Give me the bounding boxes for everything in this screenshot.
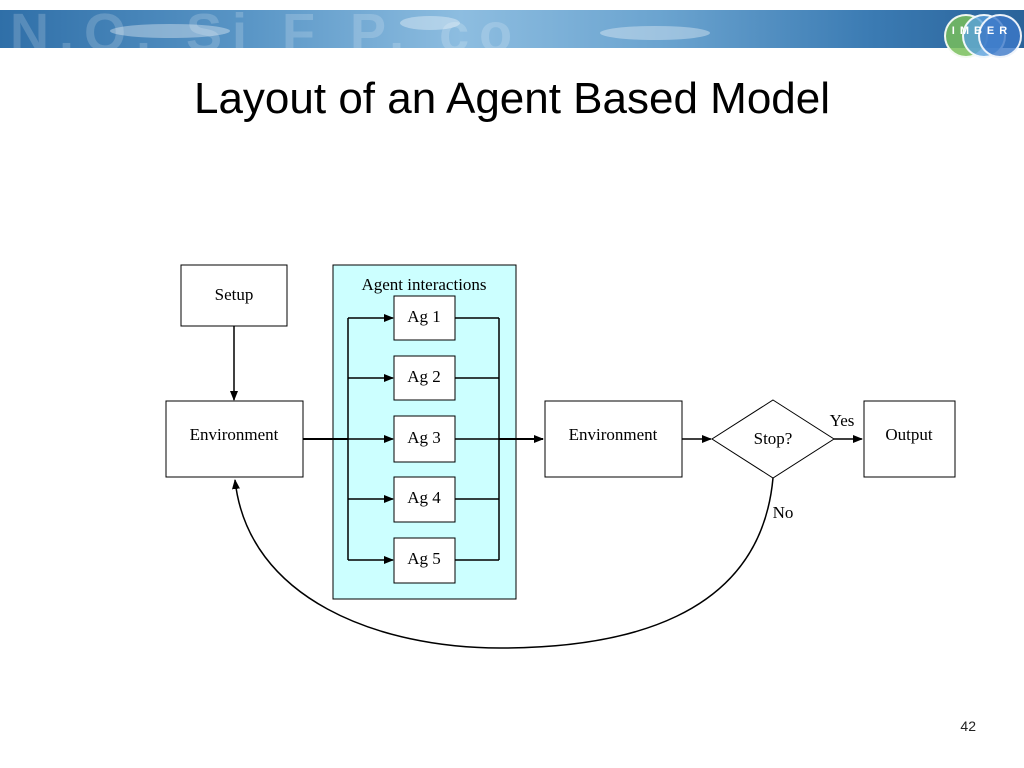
agent-label-3: Ag 3 — [407, 428, 441, 447]
environment-output-box — [544, 400, 683, 478]
agent-box-4 — [393, 476, 456, 523]
fish-image — [400, 16, 460, 30]
page-number: 42 — [960, 718, 976, 734]
no-loop-back-arrow — [232, 477, 774, 649]
environment-input-box — [165, 400, 304, 478]
slide-title: Layout of an Agent Based Model — [193, 74, 831, 123]
agent-label-1: Ag 1 — [407, 307, 441, 326]
agent-interactions-label: Agent interactions — [361, 275, 486, 294]
setup-box — [180, 264, 288, 327]
agent-label-2: Ag 2 — [407, 367, 441, 386]
fish-image — [600, 26, 710, 40]
agent-box-3 — [393, 415, 456, 463]
logo-text: IMBER — [951, 25, 1013, 37]
output-box — [863, 400, 956, 478]
environment-output-label: Environment — [569, 425, 658, 444]
banner-watermark: N.O. Si F P. co — [10, 10, 523, 48]
agent-label-5: Ag 5 — [407, 549, 441, 568]
stop-decision-label: Stop? — [754, 429, 793, 448]
logo-ring — [978, 14, 1022, 58]
header-banner: N.O. Si F P. co — [0, 10, 1024, 48]
fish-image — [110, 24, 230, 38]
yes-label: Yes — [830, 411, 855, 430]
output-label: Output — [885, 425, 933, 444]
agent-label-4: Ag 4 — [407, 488, 441, 507]
agent-box-1 — [393, 295, 456, 341]
no-label: No — [773, 503, 794, 522]
setup-label: Setup — [215, 285, 254, 304]
agent-box-5 — [393, 537, 456, 584]
environment-input-label: Environment — [190, 425, 279, 444]
imber-logo: IMBER — [944, 14, 1022, 58]
